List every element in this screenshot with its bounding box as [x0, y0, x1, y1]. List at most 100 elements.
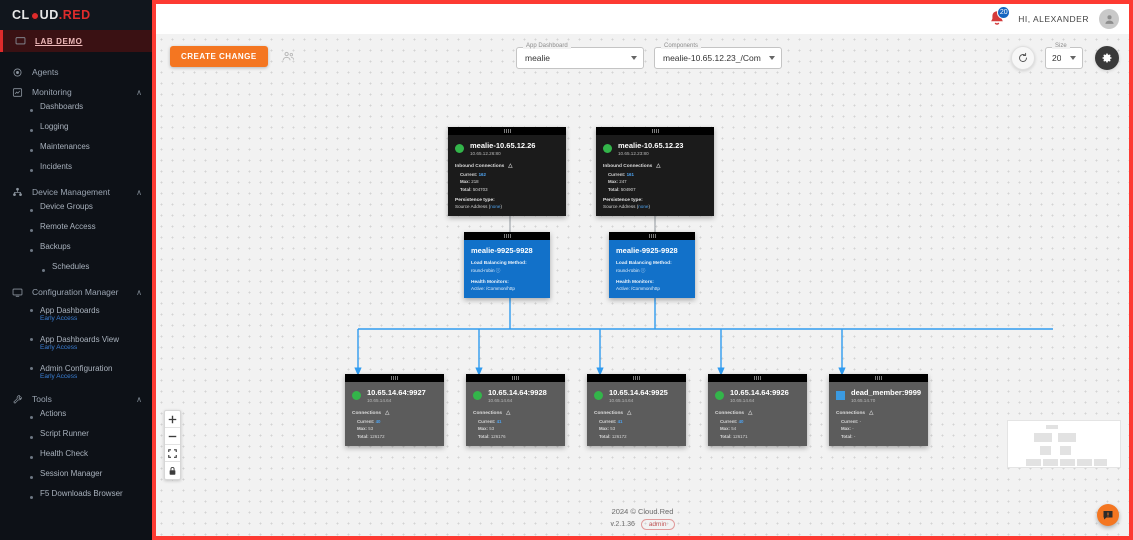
sidebar-item-f5-downloads-browser[interactable]: F5 Downloads Browser: [0, 489, 152, 509]
settings-button[interactable]: [1095, 46, 1119, 70]
stat-row: Max: 218: [460, 179, 479, 185]
tools-icon: [12, 394, 23, 405]
node-pool-member[interactable]: dead_member:9999 10.65.14.70 Connections…: [829, 374, 928, 446]
lb-method-value: round-robin ⓘ: [616, 267, 646, 273]
node-drag-handle[interactable]: [829, 374, 928, 382]
sidebar-group-configuration-manager-label: Configuration Manager: [32, 287, 119, 297]
stat-row: Current: 40: [720, 418, 744, 424]
sidebar-item-incidents-label: Incidents: [40, 162, 73, 171]
node-title-row: 10.65.14.64:9926 10.65.14.64: [715, 388, 800, 403]
node-subtitle: 10.65.14.64: [488, 398, 513, 404]
sidebar-group-device-management[interactable]: Device Management ∧: [0, 182, 152, 202]
sidebar-item-device-groups-label: Device Groups: [40, 202, 93, 211]
sidebar-item-backups[interactable]: Backups: [0, 242, 152, 262]
sidebar-group-agents[interactable]: Agents: [0, 62, 152, 82]
users-icon[interactable]: [281, 49, 296, 64]
sidebar-item-health-check-label: Health Check: [40, 449, 89, 458]
minimap[interactable]: [1007, 420, 1121, 468]
lb-method-title: Load Balancing Method:: [471, 261, 527, 267]
zoom-in-button[interactable]: [165, 411, 180, 428]
lock-button[interactable]: [165, 462, 180, 479]
help-chat-button[interactable]: [1097, 504, 1119, 526]
status-indicator-green: [352, 391, 361, 401]
minimap-node: [1058, 433, 1076, 442]
node-drag-handle[interactable]: [448, 127, 566, 135]
node-pool-member[interactable]: 10.65.14.64:9928 10.65.14.64 Connections…: [466, 374, 565, 446]
section-header: Connections△: [473, 410, 511, 417]
fit-view-button[interactable]: [165, 445, 180, 462]
node-virtual-server[interactable]: mealie-10.65.12.26 10.65.12.26:80 Inboun…: [448, 127, 566, 217]
sidebar-item-logging[interactable]: Logging: [0, 122, 152, 142]
persistence-link[interactable]: none: [638, 204, 649, 210]
stat-row: Total: 504907: [608, 186, 636, 192]
sidebar-item-script-runner[interactable]: Script Runner: [0, 429, 152, 449]
top-header: 20 HI, ALEXANDER: [156, 4, 1129, 34]
node-drag-handle[interactable]: [708, 374, 807, 382]
node-pool-member[interactable]: 10.65.14.64:9927 10.65.14.64 Connections…: [345, 374, 444, 446]
info-icon[interactable]: ⓘ: [640, 267, 646, 273]
avatar-icon: [1104, 14, 1114, 24]
node-body: 10.65.14.64:9926 10.65.14.64 Connections…: [708, 382, 807, 446]
sidebar-group-configuration-manager[interactable]: Configuration Manager ∧: [0, 282, 152, 302]
main-panel: 20 HI, ALEXANDER CREATE CHANGE: [152, 0, 1133, 540]
persistence-link[interactable]: none: [490, 204, 501, 210]
sidebar-item-incidents[interactable]: Incidents: [0, 162, 152, 182]
status-indicator-green: [473, 391, 482, 401]
size-select[interactable]: Size 20: [1045, 43, 1083, 69]
sidebar-group-monitoring[interactable]: Monitoring ∧: [0, 82, 152, 102]
node-pool-member[interactable]: 10.65.14.64:9925 10.65.14.64 Connections…: [587, 374, 686, 446]
node-pool[interactable]: mealie-9925-9928 Load Balancing Method: …: [609, 232, 695, 299]
chevron-up-icon: ∧: [136, 287, 142, 297]
sidebar-item-lab-demo[interactable]: LAB DEMO: [0, 30, 152, 52]
info-icon[interactable]: ⓘ: [495, 267, 501, 273]
bullet-icon: [30, 169, 33, 172]
sidebar-item-actions[interactable]: Actions: [0, 409, 152, 429]
sidebar-group-tools[interactable]: Tools ∧: [0, 389, 152, 409]
bullet-icon: [30, 309, 33, 312]
refresh-button[interactable]: [1011, 46, 1035, 70]
sidebar-group-device-management-label: Device Management: [32, 187, 110, 197]
sidebar-item-session-manager[interactable]: Session Manager: [0, 469, 152, 489]
create-change-button[interactable]: CREATE CHANGE: [170, 45, 268, 67]
grip-icon: [391, 376, 398, 380]
node-drag-handle[interactable]: [466, 374, 565, 382]
app-dashboard-value: mealie: [525, 53, 551, 63]
warning-icon: △: [748, 410, 753, 417]
sidebar-item-maintenances[interactable]: Maintenances: [0, 142, 152, 162]
node-drag-handle[interactable]: [587, 374, 686, 382]
notifications-button[interactable]: 20: [986, 6, 1011, 30]
role-badge: admin: [640, 519, 675, 530]
minimap-node: [1060, 459, 1075, 466]
stat-row: Max: 53: [357, 426, 374, 432]
node-drag-handle[interactable]: [464, 232, 550, 240]
sidebar-item-device-groups[interactable]: Device Groups: [0, 202, 152, 222]
node-drag-handle[interactable]: [596, 127, 714, 135]
sidebar-group-monitoring-label: Monitoring: [32, 87, 72, 97]
notifications-badge: 20: [997, 6, 1011, 19]
bullet-icon: [30, 109, 33, 112]
section-header: Connections△: [715, 410, 753, 417]
section-header: Connections△: [836, 410, 874, 417]
monitor-icon: [15, 36, 26, 47]
zoom-out-button[interactable]: [165, 428, 180, 445]
avatar[interactable]: [1099, 9, 1119, 29]
app-dashboard-select[interactable]: App Dashboard mealie: [516, 43, 644, 69]
sidebar-item-dashboards[interactable]: Dashboards: [0, 102, 152, 122]
components-select[interactable]: Components mealie-10.65.12.23_/Comm...: [654, 43, 782, 69]
warning-icon: △: [656, 163, 661, 170]
node-virtual-server[interactable]: mealie-10.65.12.23 10.65.12.23:80 Inboun…: [596, 127, 714, 217]
sidebar-item-remote-access[interactable]: Remote Access: [0, 222, 152, 242]
node-pool[interactable]: mealie-9925-9928 Load Balancing Method: …: [464, 232, 550, 299]
node-drag-handle[interactable]: [345, 374, 444, 382]
topology-canvas[interactable]: CREATE CHANGE App Dashboard mealie Com: [156, 34, 1129, 536]
minimap-node: [1040, 446, 1051, 455]
sidebar-item-health-check[interactable]: Health Check: [0, 449, 152, 469]
size-legend: Size: [1052, 43, 1070, 49]
sidebar-item-schedules[interactable]: Schedules: [0, 262, 152, 282]
node-pool-member[interactable]: 10.65.14.64:9926 10.65.14.64 Connections…: [708, 374, 807, 446]
node-drag-handle[interactable]: [609, 232, 695, 240]
